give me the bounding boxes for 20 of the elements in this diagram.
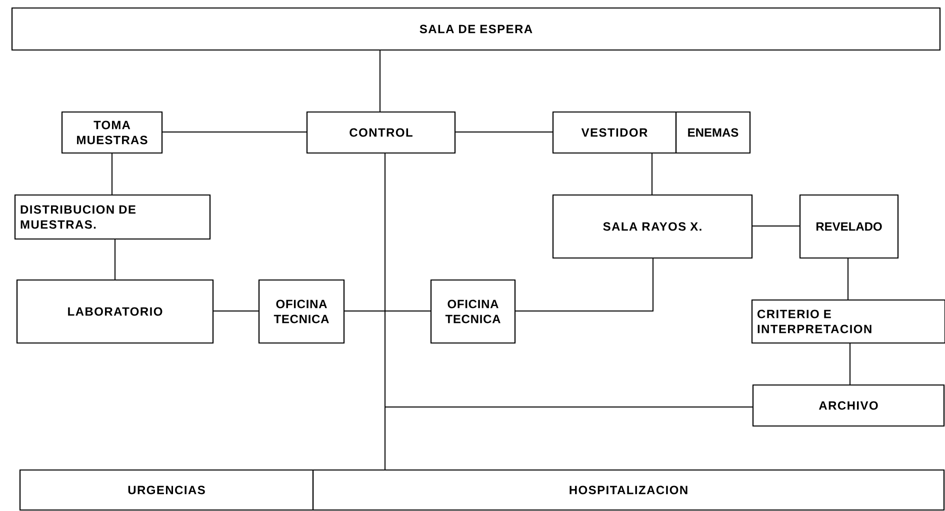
room-box: REVELADO [799,194,899,259]
room-box: CRITERIO E INTERPRETACION [751,299,945,344]
room-box: SALA RAYOS X. [552,194,753,259]
room-box: URGENCIAS [19,469,314,511]
room-box: OFICINA TECNICA [430,279,516,344]
room-box: HOSPITALIZACION [312,469,945,511]
room-box: OFICINA TECNICA [258,279,345,344]
connector-line [384,153,753,470]
room-box: ARCHIVO [752,384,945,427]
room-box: VESTIDOR [552,111,677,154]
connector-line [114,239,116,280]
room-box: ENEMAS [675,111,751,154]
connector-line [344,310,431,312]
room-box: CONTROL [306,111,456,154]
connector-line [213,310,259,312]
room-box: DISTRIBUCION DE MUESTRAS. [14,194,211,240]
room-box: TOMA MUESTRAS [61,111,163,154]
connector-line [515,258,654,312]
room-box: LABORATORIO [16,279,214,344]
room-box: SALA DE ESPERA [11,7,941,51]
